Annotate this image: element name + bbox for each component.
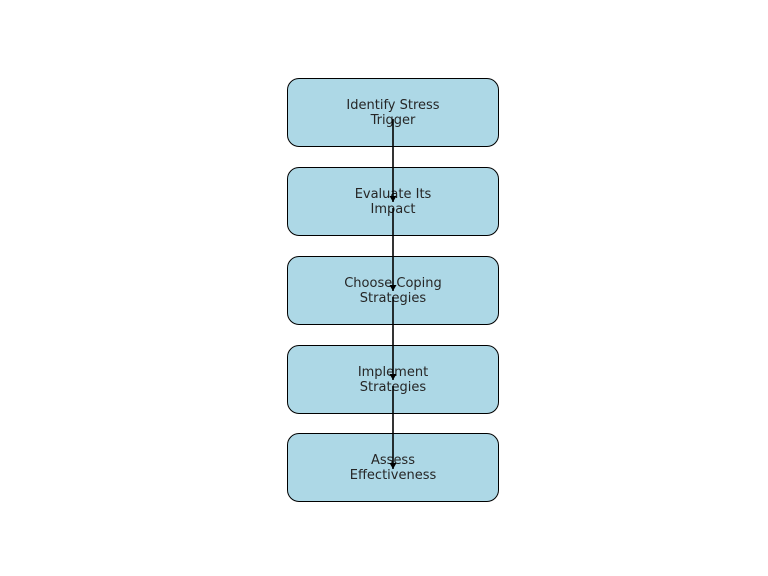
step-label-implement-strategies: Implement Strategies [357, 364, 429, 395]
step-label-evaluate-its-impact: Evaluate Its Impact [354, 186, 432, 217]
step-label-assess-effectiveness: Assess Effectiveness [349, 452, 437, 483]
step-label-identify-stress-trigger: Identify Stress Trigger [346, 97, 440, 128]
step-label-choose-coping-strategies: Choose Coping Strategies [344, 275, 442, 306]
